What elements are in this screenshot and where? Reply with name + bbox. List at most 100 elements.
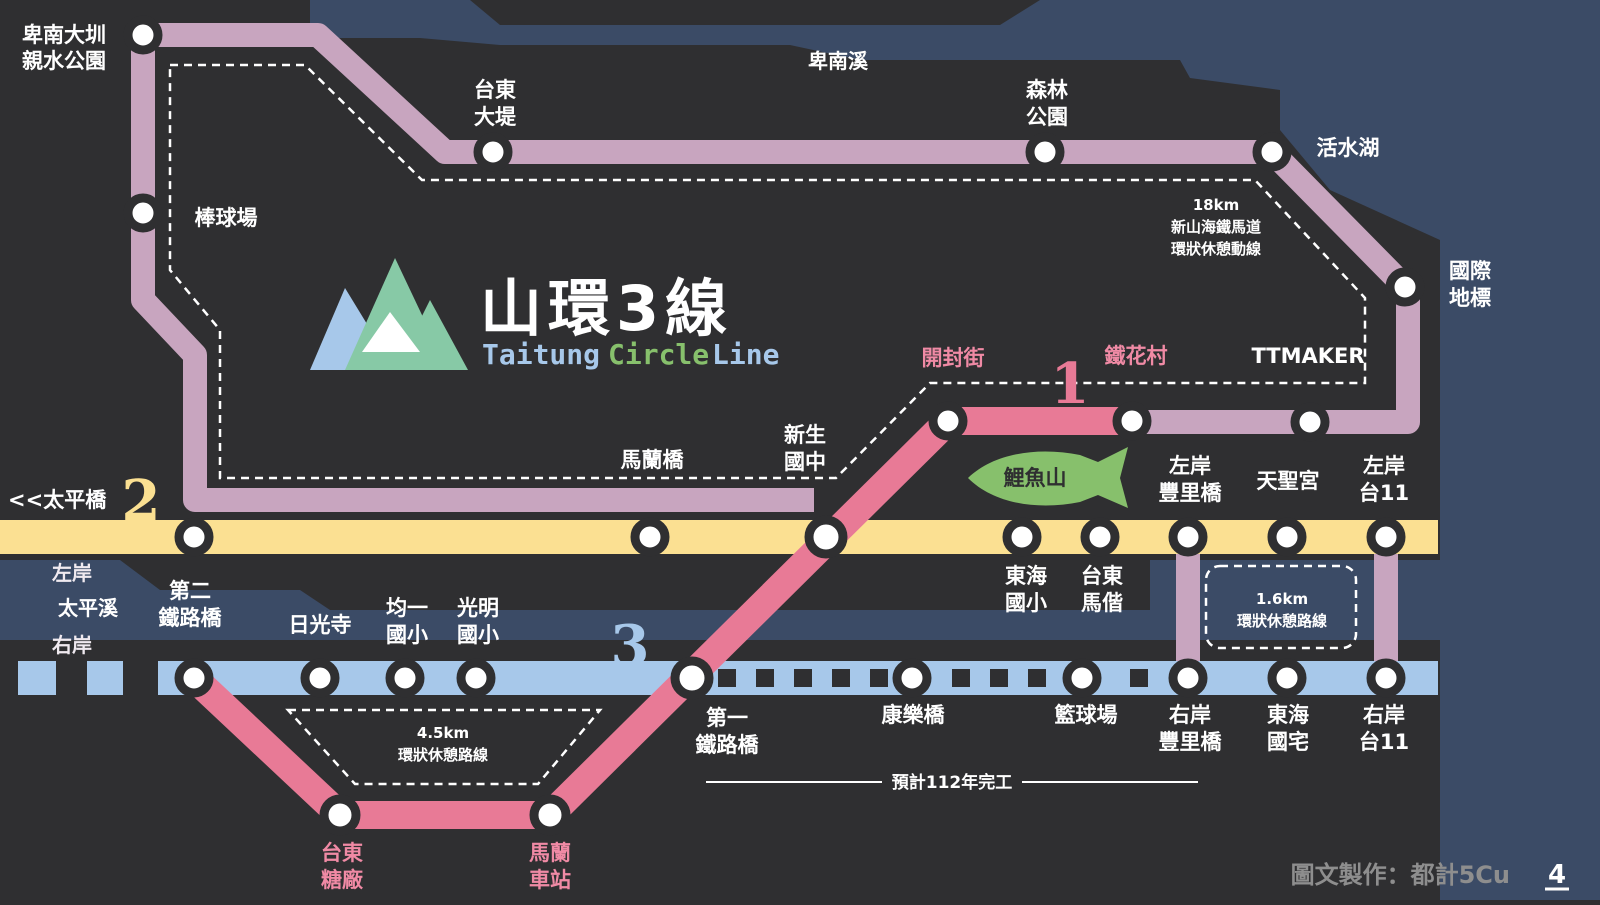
station-marker-xinsheng[interactable] xyxy=(804,515,848,559)
station-label-right-tai11-2: 台11 xyxy=(1359,730,1409,754)
station-marker-left-fengli[interactable] xyxy=(1168,517,1208,557)
station-label-donghai-homes-1: 東海 xyxy=(1267,703,1309,727)
station-label-baseball: 棒球場 xyxy=(195,206,258,230)
station-label-forest-park-1: 森林 xyxy=(1026,78,1068,102)
station-marker-right-tai11[interactable] xyxy=(1366,658,1406,698)
station-label-second-rail-bridge-1: 第二 xyxy=(169,579,211,603)
logo-title-en-2: Circle xyxy=(608,338,709,371)
planned-block-4 xyxy=(832,669,850,687)
station-marker-junyi[interactable] xyxy=(385,658,425,698)
dashed-loops xyxy=(168,63,1367,786)
station-label-ttmaker: TTMAKER xyxy=(1251,344,1364,368)
station-label-taitung-dike-1: 台東 xyxy=(474,78,516,102)
logo: 山環3線 Taitung Circle Line xyxy=(310,258,779,371)
station-label-taitung-maxie-1: 台東 xyxy=(1081,564,1123,588)
station-marker-tiansheng[interactable] xyxy=(1267,517,1307,557)
planned-block-6 xyxy=(952,669,970,687)
station-label-taitung-dike-2: 大堤 xyxy=(474,105,517,129)
station-label-taitung-maxie-2: 馬偕 xyxy=(1081,591,1123,615)
station-label-junyi-2: 國小 xyxy=(386,623,428,647)
planned-block-9 xyxy=(1130,669,1148,687)
station-label-left-tai11-2: 台11 xyxy=(1359,481,1409,505)
station-label-left-tai11-1: 左岸 xyxy=(1363,454,1405,478)
loop-1.6km-route xyxy=(1204,564,1358,650)
station-label-beinan-park-1: 卑南大圳 xyxy=(22,23,106,47)
station-label-donghai-elem-1: 東海 xyxy=(1005,564,1047,588)
station-label-malan-station-2: 車站 xyxy=(529,868,571,892)
station-marker-ttmaker[interactable] xyxy=(1290,402,1330,442)
station-marker-international-landmark[interactable] xyxy=(1385,267,1425,307)
line2-number: 2 xyxy=(122,468,161,534)
credit: 圖文製作：都計5Cu xyxy=(1291,861,1510,889)
station-label-donghai-homes-2: 國宅 xyxy=(1267,730,1309,754)
loop16-desc: 環狀休憩路線 xyxy=(1237,612,1327,630)
loop-18km-route xyxy=(168,63,1367,480)
station-marker-donghai-elem[interactable] xyxy=(1002,517,1042,557)
line1-diagonal xyxy=(540,411,958,825)
station-marker-sugar-factory[interactable] xyxy=(319,794,361,836)
station-marker-basketball[interactable] xyxy=(1062,658,1102,698)
station-label-basketball: 籃球場 xyxy=(1055,703,1118,727)
logo-title-zh: 山環3線 xyxy=(480,272,733,345)
station-marker-kaifeng[interactable] xyxy=(928,401,968,441)
loop-annotations: 18km 新山海鐵馬道 環狀休憩動線 4.5km 環狀休憩路線 1.6km 環狀… xyxy=(398,196,1327,764)
planned-block-5 xyxy=(870,669,888,687)
station-marker-line2-west[interactable] xyxy=(174,517,214,557)
station-marker-baseball[interactable] xyxy=(123,193,163,233)
station-label-left-fengli-2: 豐里橋 xyxy=(1159,481,1223,505)
page-number: 4 xyxy=(1548,860,1566,890)
station-marker-tiehua[interactable] xyxy=(1112,401,1152,441)
station-markers xyxy=(123,15,1425,836)
planned-block-8 xyxy=(1028,669,1046,687)
station-marker-second-rail-bridge[interactable] xyxy=(174,658,214,698)
station-label-right-fengli-1: 右岸 xyxy=(1169,703,1211,727)
river-taiping-label: 太平溪 xyxy=(58,596,119,620)
station-marker-kangle-bridge[interactable] xyxy=(892,658,932,698)
station-marker-left-tai11[interactable] xyxy=(1366,517,1406,557)
line2-track xyxy=(0,520,1438,554)
loop16-distance: 1.6km xyxy=(1256,590,1308,608)
station-marker-beinan-park[interactable] xyxy=(123,15,163,55)
station-label-malan-station-1: 馬蘭 xyxy=(529,841,571,865)
carp-mountain: 鯉魚山 xyxy=(968,447,1128,508)
logo-mountain-snow xyxy=(362,312,420,352)
station-label-xinsheng-2: 國中 xyxy=(784,450,826,474)
station-label-kaifeng: 開封街 xyxy=(922,346,985,370)
planned-block-7 xyxy=(990,669,1008,687)
station-marker-malan-bridge[interactable] xyxy=(630,517,670,557)
logo-title-en-3: Line xyxy=(712,338,779,371)
station-label-junyi-1: 均一 xyxy=(386,596,428,620)
station-marker-first-rail-bridge[interactable] xyxy=(670,656,714,700)
station-label-forest-park-2: 公園 xyxy=(1026,105,1068,129)
station-label-left-fengli-1: 左岸 xyxy=(1169,454,1211,478)
station-marker-taitung-maxie[interactable] xyxy=(1080,517,1120,557)
logo-title-en-1: Taitung xyxy=(482,338,600,371)
station-labels: 卑南大圳 親水公園 棒球場 台東 大堤 森林 公園 活水湖 國際 地標 TTMA… xyxy=(22,23,1492,892)
station-label-sugar-factory-1: 台東 xyxy=(321,841,363,865)
station-label-xinsheng-1: 新生 xyxy=(784,423,826,447)
loop18-desc: 環狀休憩動線 xyxy=(1171,240,1261,258)
station-label-donghai-elem-2: 國小 xyxy=(1005,591,1047,615)
planned-block-3 xyxy=(794,669,812,687)
station-label-kangle-bridge: 康樂橋 xyxy=(882,703,946,727)
station-marker-riguang-temple[interactable] xyxy=(300,658,340,698)
carp-mountain-label: 鯉魚山 xyxy=(1004,466,1067,490)
station-label-guangming-2: 國小 xyxy=(457,623,499,647)
station-label-international-landmark-2: 地標 xyxy=(1449,286,1491,310)
station-marker-right-fengli[interactable] xyxy=(1168,658,1208,698)
loop-4.5km-route xyxy=(285,708,603,786)
station-marker-taitung-dike[interactable] xyxy=(473,132,513,172)
bank-right-label: 右岸 xyxy=(52,633,92,657)
line1-south-loop xyxy=(184,667,550,829)
station-marker-donghai-homes[interactable] xyxy=(1267,658,1307,698)
loop45-distance: 4.5km xyxy=(417,724,469,742)
station-marker-forest-park[interactable] xyxy=(1025,132,1065,172)
station-marker-guangming[interactable] xyxy=(456,658,496,698)
to-taiping-bridge-label: <<太平橋 xyxy=(8,488,107,512)
station-marker-malan-station[interactable] xyxy=(529,794,571,836)
completion-label: 預計112年完工 xyxy=(892,772,1013,793)
station-marker-huoshui-lake[interactable] xyxy=(1252,132,1292,172)
completion-note: 預計112年完工 xyxy=(706,772,1198,793)
